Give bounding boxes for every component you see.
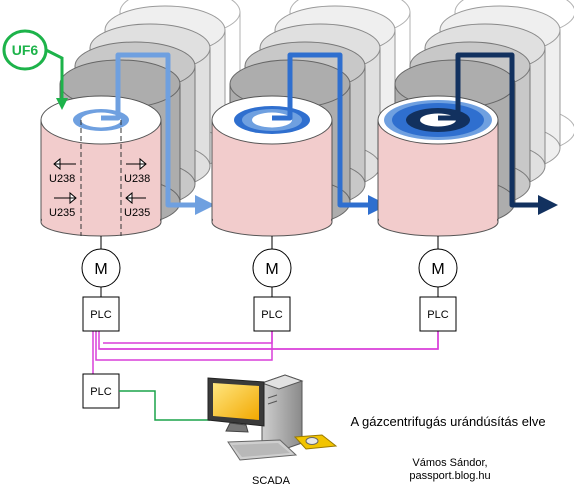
arrow-right-icon	[126, 157, 147, 171]
scada-label: SCADA	[252, 475, 291, 487]
computer-icon	[207, 374, 338, 461]
flow-line-stage-3	[438, 52, 558, 215]
motor-label: M	[94, 261, 107, 278]
diagram-caption: A gázcentrifugás urándúsítás elve	[350, 414, 546, 429]
centrifuge-stage-3	[377, 0, 574, 237]
plc-label: PLC	[90, 309, 111, 321]
plc-network-lines	[92, 325, 439, 374]
plc-3	[419, 296, 457, 332]
motor-row	[81, 236, 458, 297]
plc-label: PLC	[261, 309, 282, 321]
credit-source: passport.blog.hu	[409, 470, 491, 482]
flow-line-stage-1	[101, 52, 215, 215]
plc-label: PLC	[90, 386, 111, 398]
arrow-right-icon	[54, 191, 77, 205]
credit-block: Vámos Sándor, passport.blog.hu	[380, 457, 520, 483]
isotope-label: U238	[49, 173, 75, 185]
flow-line-stage-2	[272, 52, 388, 215]
plc-label: PLC	[427, 309, 448, 321]
credit-author: Vámos Sándor,	[412, 457, 488, 469]
monitor-screen	[213, 383, 259, 420]
plc-1	[82, 296, 120, 332]
isotope-arrows	[53, 157, 147, 205]
plc-2	[253, 296, 291, 332]
centrifuge-stage-2	[211, 0, 411, 237]
plc-boxes	[82, 296, 457, 409]
arrow-left-icon	[53, 157, 76, 171]
uf6-label: UF6	[12, 42, 39, 58]
scada-link	[119, 390, 210, 421]
uf6-feed: UF6	[2, 29, 68, 110]
arrow-left-icon	[125, 191, 146, 205]
feed-arrow	[45, 48, 68, 110]
isotope-label: U235	[124, 207, 150, 219]
isotope-label: U235	[49, 207, 75, 219]
centrifuge-stage-1: U238 U238 U235 U235	[40, 0, 241, 237]
motor-label: M	[431, 261, 444, 278]
isotope-label: U238	[124, 173, 150, 185]
motor-label: M	[265, 261, 278, 278]
